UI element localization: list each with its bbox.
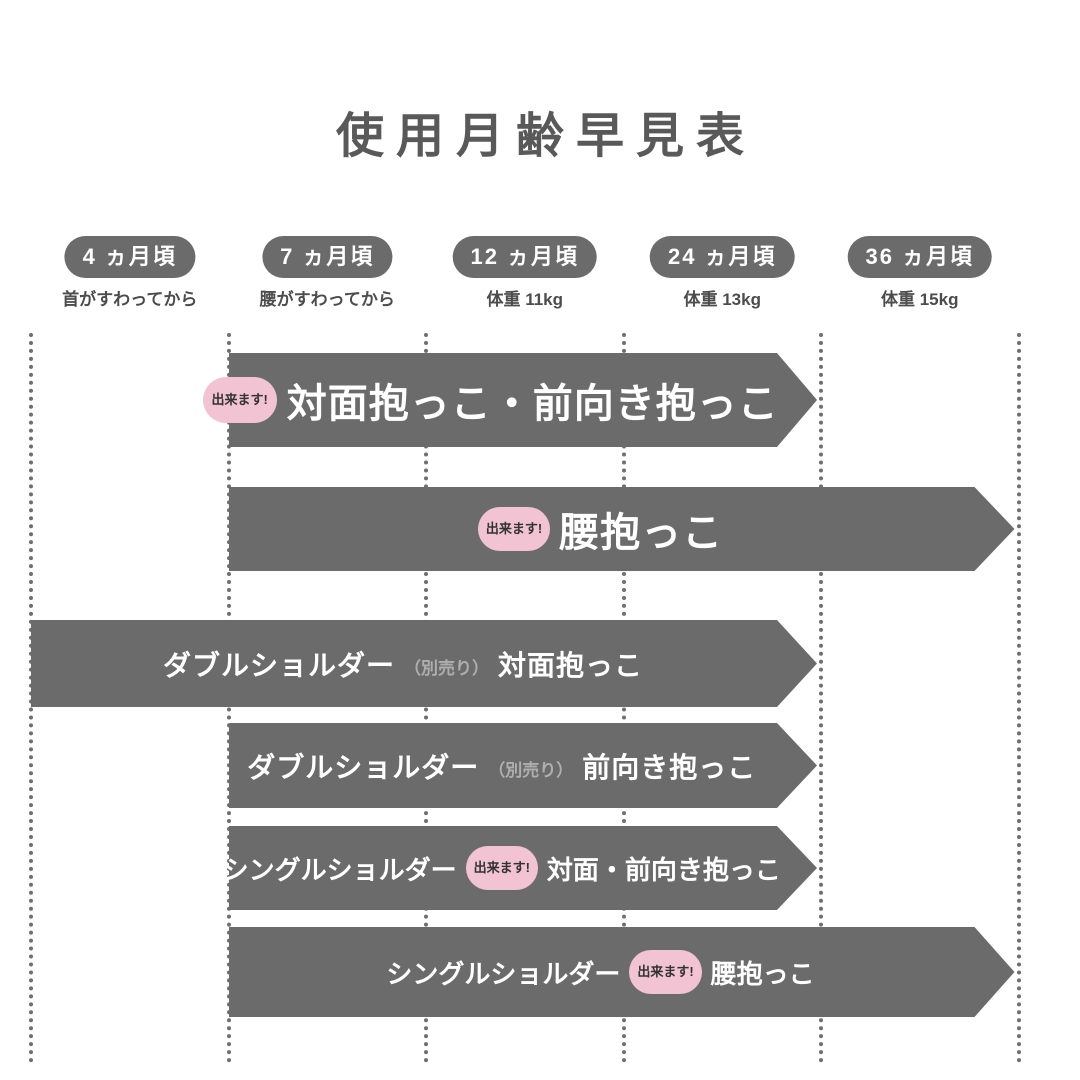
- bar-content: ダブルショルダー （別売り） 対面抱っこ: [31, 620, 817, 707]
- dekimasu-badge: 出来ます!: [629, 950, 702, 994]
- arrow-bar-shape: [229, 353, 818, 447]
- carrier-type-label: シングルショルダー: [386, 958, 621, 989]
- age-sublabel: 腰がすわってから: [259, 290, 395, 309]
- age-pill: 12 ヵ月頃: [452, 236, 598, 278]
- arrow-bar-shape: [229, 723, 818, 808]
- usage-bar-2: 出来ます!腰抱っこ: [229, 487, 1015, 571]
- usage-bar-6: シングルショルダー出来ます! 腰抱っこ: [229, 927, 1015, 1017]
- milestone-2: 7 ヵ月頃腰がすわってから: [260, 236, 395, 310]
- bar-content: 対面抱っこ・前向き抱っこ: [229, 353, 818, 447]
- carry-style-label: 腰抱っこ: [559, 511, 724, 555]
- carrier-type-label: シングルショルダー: [222, 854, 457, 885]
- bar-content: ダブルショルダー （別売り） 前向き抱っこ: [229, 723, 818, 808]
- sold-separately-note: （別売り）: [488, 760, 574, 780]
- sold-separately-note: （別売り）: [404, 658, 489, 678]
- arrow-bar-shape: [229, 487, 1015, 571]
- arrow-bar-shape: [229, 927, 1015, 1017]
- dekimasu-badge: 出来ます!: [477, 507, 551, 551]
- milestone-1: 4 ヵ月頃首がすわってから: [62, 236, 197, 310]
- usage-bar-3: ダブルショルダー （別売り） 対面抱っこ: [31, 620, 817, 707]
- age-sublabel: 体重 11kg: [486, 290, 564, 309]
- milestone-4: 24 ヵ月頃体重 13kg: [649, 236, 795, 310]
- usage-bar-4: ダブルショルダー （別売り） 前向き抱っこ: [229, 723, 818, 808]
- milestone-5: 36 ヵ月頃体重 15kg: [847, 236, 993, 310]
- age-sublabel: 体重 13kg: [683, 290, 761, 309]
- carry-style-label: 対面抱っこ: [498, 649, 644, 681]
- age-sublabel: 体重 15kg: [881, 290, 959, 309]
- age-pill: 24 ヵ月頃: [649, 236, 795, 278]
- bar-content: シングルショルダー出来ます! 対面・前向き抱っこ: [223, 826, 818, 910]
- carry-style-label: 前向き抱っこ: [582, 751, 757, 783]
- carrier-type-label: ダブルショルダー: [162, 649, 395, 681]
- arrow-bar-shape: [31, 620, 817, 707]
- carry-style-label: 対面・前向き抱っこ: [546, 854, 781, 885]
- age-sublabel: 首がすわってから: [62, 290, 198, 309]
- bar-content: シングルショルダー出来ます! 腰抱っこ: [229, 927, 1015, 1017]
- age-pill: 36 ヵ月頃: [847, 236, 993, 278]
- dotted-gridline-4: [819, 333, 823, 1063]
- age-pill: 7 ヵ月頃: [262, 236, 393, 278]
- usage-bar-5: シングルショルダー出来ます! 対面・前向き抱っこ: [223, 826, 818, 910]
- carry-style-label: 対面抱っこ・前向き抱っこ: [286, 382, 779, 426]
- dotted-gridline-5: [1016, 333, 1021, 1063]
- page-title: 使用月齢早見表: [335, 110, 756, 163]
- carry-style-label: 腰抱っこ: [710, 958, 815, 989]
- bar-content: 出来ます!腰抱っこ: [229, 487, 1015, 571]
- usage-bar-1: 出来ます!対面抱っこ・前向き抱っこ: [202, 353, 818, 447]
- dekimasu-badge: 出来ます!: [465, 846, 538, 890]
- dekimasu-badge: 出来ます!: [202, 377, 277, 423]
- age-pill: 4 ヵ月頃: [64, 236, 195, 278]
- carrier-type-label: ダブルショルダー: [247, 751, 480, 783]
- milestone-3: 12 ヵ月頃体重 11kg: [452, 236, 598, 310]
